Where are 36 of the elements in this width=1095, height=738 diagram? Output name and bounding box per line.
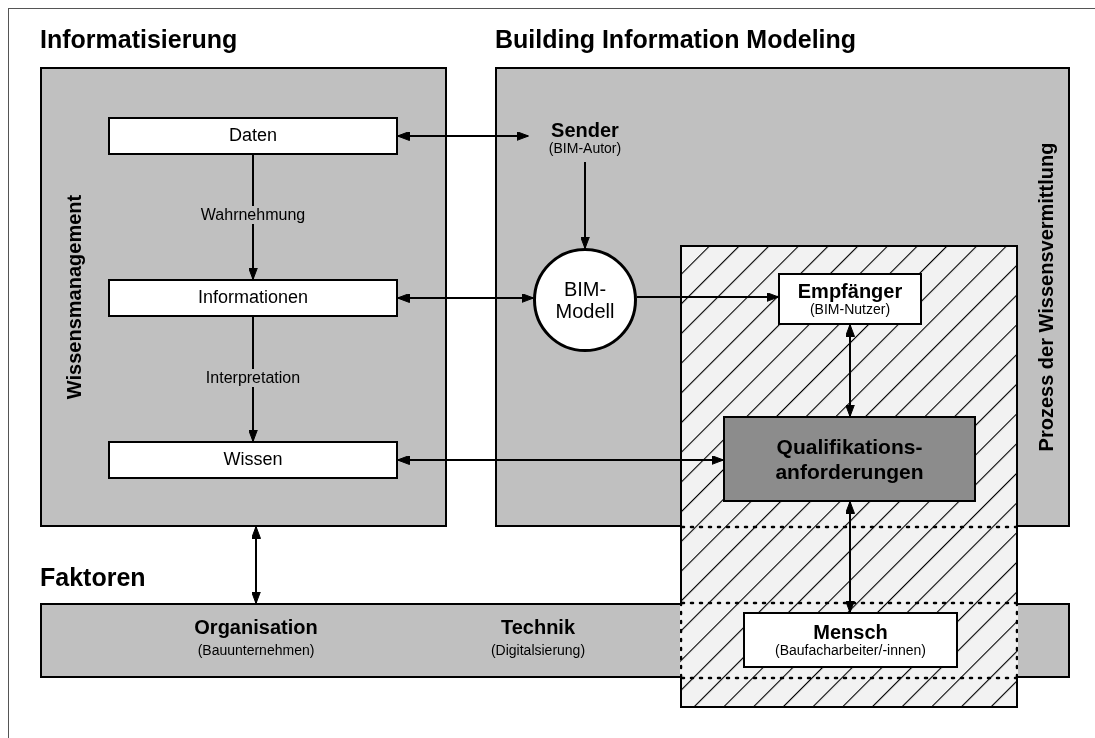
vertical-label: Prozess der Wissensvermittlung — [1035, 142, 1057, 452]
process-box — [108, 441, 398, 479]
node-sublabel: (BIM-Nutzer) — [809, 302, 891, 318]
process-box — [743, 612, 958, 668]
requirement-box — [723, 416, 976, 502]
arrow — [397, 455, 724, 465]
panel-heading: Building Information Modeling — [495, 26, 858, 54]
node-label: BIM- Modell — [554, 278, 616, 322]
node-label: Informationen — [196, 288, 310, 308]
arrow — [248, 316, 258, 442]
node-sublabel: (Digitalsierung) — [489, 643, 587, 659]
node-sublabel: (Bauunternehmen) — [196, 643, 316, 659]
arrow — [635, 292, 779, 302]
panel-heading: Informatisierung — [40, 26, 239, 54]
node-label: Sender — [550, 119, 620, 142]
arrow — [845, 324, 855, 417]
node-sublabel: (Baufacharbeiter/-innen) — [774, 643, 927, 659]
node-label: Qualifikations- anforderungen — [774, 433, 925, 485]
node-label: Empfänger — [796, 280, 904, 303]
arrow — [251, 526, 261, 604]
node-label: Mensch — [812, 621, 889, 644]
arrow — [580, 161, 590, 249]
process-box — [108, 117, 398, 155]
process-box — [108, 279, 398, 317]
node-label: Wissen — [222, 450, 284, 470]
node-label: Daten — [227, 126, 278, 146]
node-sublabel: (BIM-Autor) — [547, 141, 623, 157]
node-label: Organisation — [193, 616, 319, 638]
process-box — [778, 273, 922, 325]
arrow — [845, 501, 855, 613]
arrow — [397, 131, 529, 141]
arrow — [397, 293, 535, 303]
node-label: Technik — [499, 616, 577, 638]
panel-heading: Faktoren — [40, 564, 147, 592]
vertical-label: Wissensmanagement — [63, 194, 85, 400]
arrow — [248, 154, 258, 280]
